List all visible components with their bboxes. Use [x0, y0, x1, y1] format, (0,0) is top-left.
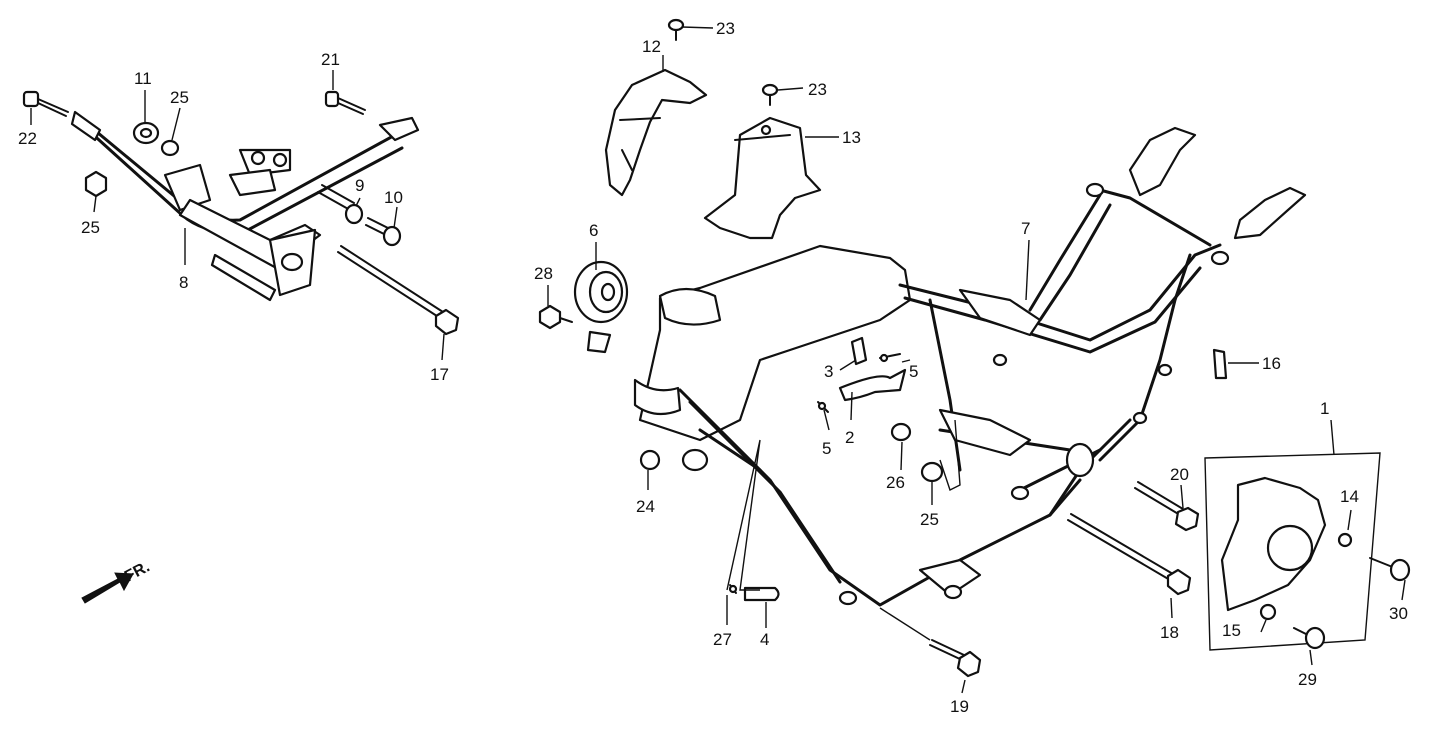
callout-23-mid: 23 — [808, 80, 827, 99]
callout-18: 18 — [1160, 623, 1179, 642]
grommet-11 — [132, 121, 160, 145]
collar-10 — [365, 217, 402, 247]
callout-23-top: 23 — [716, 19, 735, 38]
callout-25-left: 25 — [81, 218, 100, 237]
callout-12: 12 — [642, 37, 661, 56]
callout-17: 17 — [430, 365, 449, 384]
clip-5-bottom — [817, 401, 829, 413]
callout-3: 3 — [824, 362, 833, 381]
callout-15: 15 — [1222, 621, 1241, 640]
grommet-26 — [890, 422, 912, 442]
leader-lines — [30, 26, 1406, 694]
side-cover-1 — [1204, 452, 1381, 651]
nut-25-center — [920, 461, 944, 483]
hose-2 — [838, 368, 907, 402]
clip-16 — [1212, 348, 1228, 380]
callout-22: 22 — [18, 129, 37, 148]
bolt-22 — [22, 90, 69, 117]
callout-20: 20 — [1170, 465, 1189, 484]
callout-11: 11 — [134, 69, 152, 88]
callout-2: 2 — [845, 428, 854, 447]
callout-4: 4 — [760, 630, 769, 649]
callout-26: 26 — [886, 473, 905, 492]
callout-7: 7 — [1021, 219, 1030, 238]
callout-30: 30 — [1389, 604, 1408, 623]
callout-5-bottom: 5 — [822, 439, 831, 458]
callout-21: 21 — [321, 50, 340, 69]
bolt-23-top — [667, 18, 685, 41]
callout-10: 10 — [384, 188, 403, 207]
clip-5-top — [879, 353, 901, 363]
bolt-30 — [1369, 557, 1411, 582]
callout-29: 29 — [1298, 670, 1317, 689]
main-frame — [633, 126, 1307, 607]
bolt-21 — [324, 90, 366, 115]
front-direction-arrow: FR. — [81, 558, 153, 604]
callout-16: 16 — [1262, 354, 1281, 373]
nut-25-left — [84, 170, 108, 198]
cover-12 — [604, 68, 708, 197]
callout-28: 28 — [534, 264, 553, 283]
callout-14: 14 — [1340, 487, 1359, 506]
callout-13: 13 — [842, 128, 861, 147]
callout-5-top: 5 — [909, 362, 918, 381]
cover-13 — [703, 116, 822, 240]
callout-25-top: 25 — [170, 88, 189, 107]
callout-1: 1 — [1320, 399, 1329, 418]
callout-27: 27 — [713, 630, 732, 649]
bolt-23-mid — [761, 83, 779, 106]
horn-6 — [573, 260, 629, 354]
nut-25-top — [160, 139, 180, 157]
bolt-20 — [1134, 481, 1200, 532]
callout-labels: 1 2 3 4 5 5 6 7 8 9 10 11 12 13 14 15 16… — [18, 19, 1408, 716]
callout-19: 19 — [950, 697, 969, 716]
nut-24 — [639, 449, 661, 471]
bolt-19 — [929, 639, 982, 678]
bolt-29 — [1293, 626, 1326, 650]
callout-25-center: 25 — [920, 510, 939, 529]
bolt-28 — [538, 304, 573, 330]
front-crossmember-assembly — [70, 110, 420, 302]
collar-9 — [317, 184, 364, 225]
clip-27 — [728, 584, 738, 594]
cap-4 — [743, 586, 780, 602]
callout-6: 6 — [589, 221, 598, 240]
hose-3 — [850, 336, 868, 366]
bolt-18 — [1067, 513, 1192, 596]
bolt-17 — [337, 245, 460, 336]
callout-8: 8 — [179, 273, 188, 292]
callout-9: 9 — [355, 176, 364, 195]
callout-24: 24 — [636, 497, 655, 516]
